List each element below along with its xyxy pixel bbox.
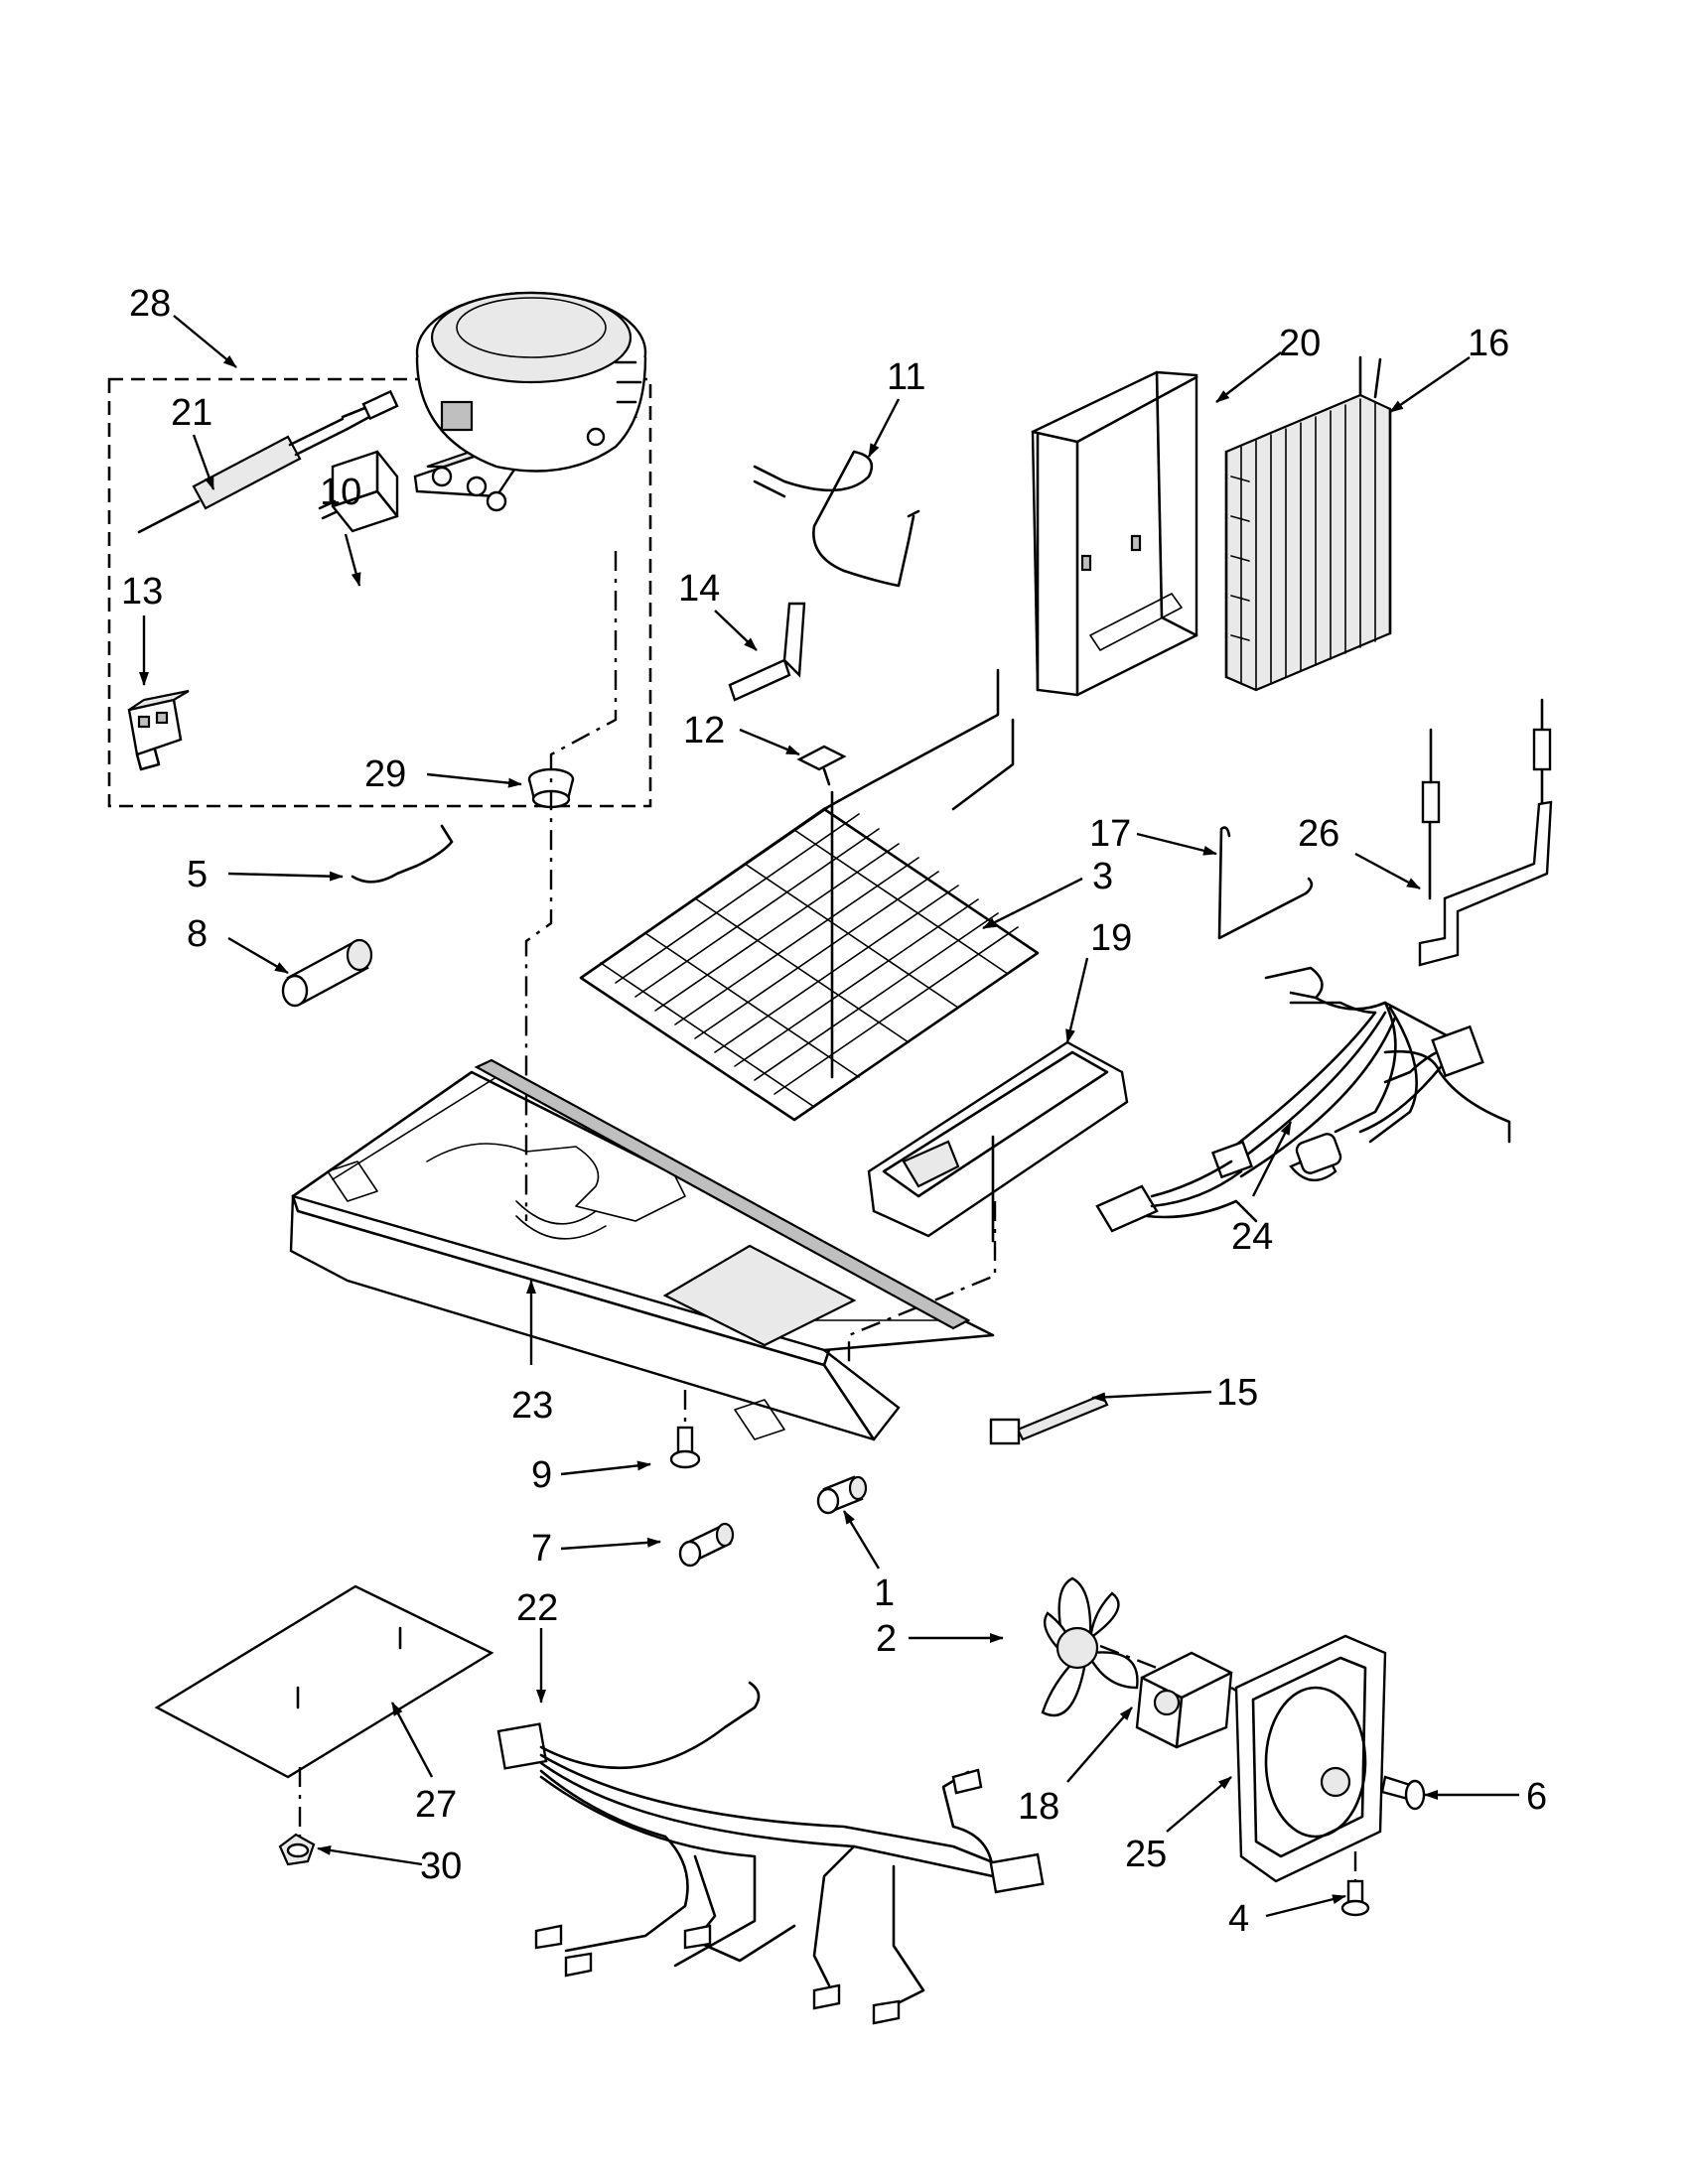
callout-10: 10	[320, 472, 361, 513]
callout-5: 5	[187, 854, 208, 895]
callout-16: 16	[1468, 323, 1509, 364]
part-3-coil	[579, 668, 1040, 1122]
leader-dashdot-fan	[1099, 1644, 1158, 1670]
callout-3: 3	[1092, 856, 1113, 897]
callout-17: 17	[1089, 813, 1131, 855]
part-6-screw	[1380, 1775, 1426, 1811]
callout-25: 25	[1125, 1834, 1167, 1875]
compressor-kit-outline	[107, 377, 652, 808]
part-7-plug	[678, 1522, 735, 1568]
callout-1: 1	[874, 1572, 895, 1614]
part-9-screw	[669, 1390, 701, 1469]
callout-22: 22	[516, 1587, 558, 1629]
part-12-clip	[796, 745, 847, 786]
callout-2: 2	[876, 1618, 897, 1660]
part-17-bracket	[1217, 826, 1314, 940]
callout-21: 21	[171, 392, 212, 434]
part-1-spacer	[816, 1475, 868, 1515]
callout-4: 4	[1228, 1898, 1249, 1940]
part-5-clip	[351, 824, 454, 884]
callout-8: 8	[187, 913, 208, 955]
part-26-tube	[1418, 698, 1553, 967]
callout-13: 13	[121, 571, 163, 613]
part-10-overload	[318, 450, 399, 533]
part-11-tube	[753, 450, 915, 588]
part-24-harness	[1095, 966, 1511, 1233]
callout-23: 23	[511, 1385, 553, 1427]
callout-29: 29	[364, 753, 406, 795]
callout-12: 12	[683, 710, 725, 751]
part-18-fan-motor	[1135, 1651, 1233, 1749]
callout-18: 18	[1018, 1786, 1059, 1828]
callout-27: 27	[415, 1784, 457, 1826]
part-4-screw	[1340, 1851, 1370, 1917]
part-30-clip	[278, 1833, 316, 1866]
callout-20: 20	[1279, 323, 1321, 364]
callout-26: 26	[1298, 813, 1339, 855]
callout-9: 9	[531, 1454, 552, 1496]
callout-24: 24	[1231, 1216, 1273, 1258]
part-13-relay	[127, 689, 190, 771]
part-21-drier	[137, 389, 399, 534]
callout-labels: 28 21 10 13 29 11 14 12 20 16 5 8 3 17 2…	[121, 283, 1547, 1940]
part-27-sheet	[154, 1584, 494, 1779]
part-22-harness	[496, 1681, 1045, 2025]
part-8-tube	[281, 938, 373, 1008]
callout-28: 28	[129, 283, 171, 325]
callout-19: 19	[1090, 917, 1132, 959]
callout-14: 14	[678, 568, 720, 610]
part-23-base	[289, 1058, 995, 1441]
callout-6: 6	[1526, 1776, 1547, 1818]
part-15-cable-tie	[989, 1393, 1109, 1445]
part-25-fan-shroud	[1234, 1634, 1387, 1883]
part-19-pan	[867, 1040, 1129, 1243]
part-20-shroud	[1031, 370, 1198, 697]
part-2-fan-blade	[1041, 1576, 1139, 1717]
callout-11: 11	[887, 356, 925, 398]
part-14-tube	[728, 602, 806, 702]
callout-7: 7	[531, 1528, 552, 1570]
callout-30: 30	[420, 1845, 462, 1887]
leader-dashdot-compressor	[524, 551, 618, 1221]
part-16-condenser	[1224, 355, 1392, 692]
leader-arrows	[139, 315, 1519, 1918]
callout-15: 15	[1216, 1372, 1258, 1414]
compressor	[413, 291, 647, 512]
